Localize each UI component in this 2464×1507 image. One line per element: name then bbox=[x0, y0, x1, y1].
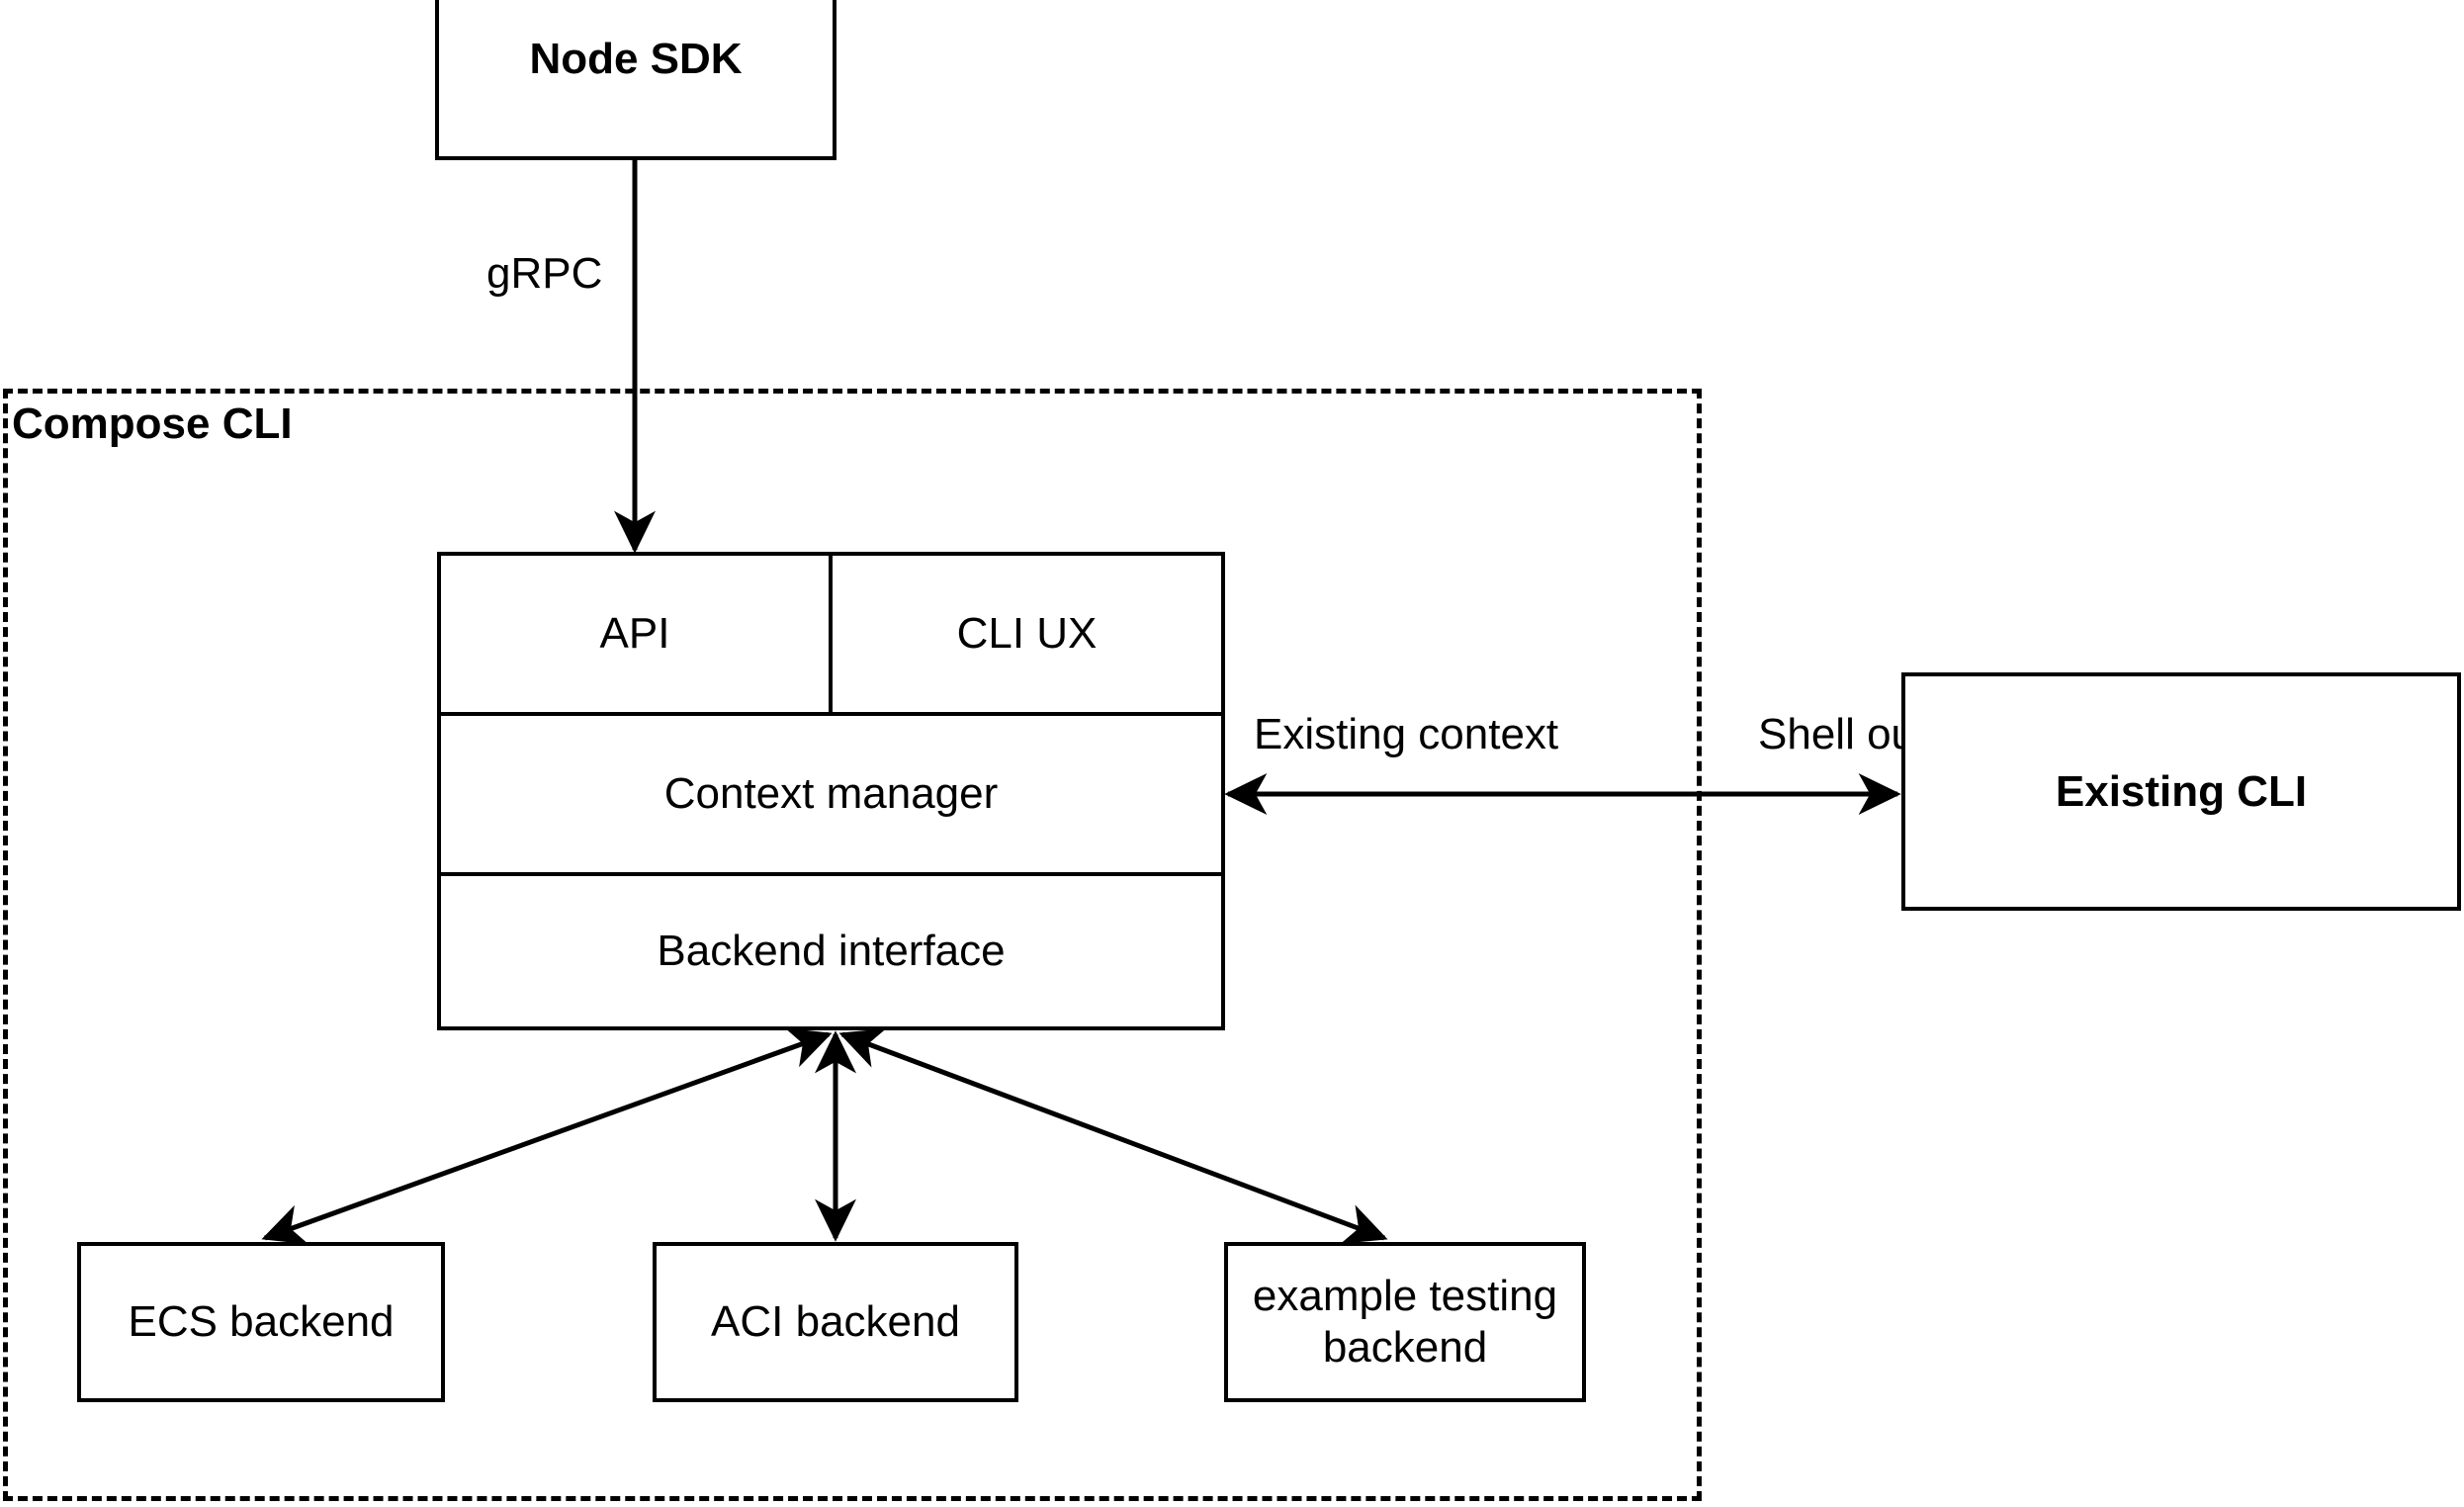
stack-cell-api[interactable]: API bbox=[441, 556, 833, 712]
example-testing-backend-label: example testing backend bbox=[1252, 1272, 1558, 1372]
existing-cli-label: Existing CLI bbox=[2055, 766, 2308, 816]
backend-interface-label: Backend interface bbox=[657, 927, 1006, 975]
node-sdk-label: Node SDK bbox=[529, 35, 743, 84]
stack-row-context-manager: Context manager bbox=[441, 712, 1221, 872]
edge-label-existing-context: Existing context bbox=[1254, 710, 1559, 758]
compose-cli-stack: API CLI UX Context manager Backend inter… bbox=[437, 552, 1225, 1030]
api-label: API bbox=[599, 609, 670, 658]
existing-cli-box[interactable]: Existing CLI bbox=[1901, 672, 2461, 911]
ecs-backend-label: ECS backend bbox=[128, 1297, 395, 1347]
stack-cell-context-manager[interactable]: Context manager bbox=[441, 716, 1221, 872]
aci-backend-label: ACI backend bbox=[711, 1297, 960, 1347]
stack-row-backend-interface: Backend interface bbox=[441, 872, 1221, 1026]
aci-backend-box[interactable]: ACI backend bbox=[653, 1242, 1018, 1402]
ecs-backend-box[interactable]: ECS backend bbox=[77, 1242, 445, 1402]
compose-cli-region-label: Compose CLI bbox=[12, 399, 293, 448]
cli-ux-label: CLI UX bbox=[956, 609, 1098, 658]
edge-label-shell-out: Shell out bbox=[1758, 710, 1928, 758]
compose-cli-region bbox=[3, 389, 1702, 1501]
context-manager-label: Context manager bbox=[663, 769, 999, 818]
example-testing-backend-box[interactable]: example testing backend bbox=[1224, 1242, 1586, 1402]
stack-cell-cli-ux[interactable]: CLI UX bbox=[833, 556, 1221, 712]
node-sdk-box[interactable]: Node SDK bbox=[435, 0, 836, 160]
edge-label-grpc: gRPC bbox=[486, 249, 603, 298]
stack-row-api-cliux: API CLI UX bbox=[441, 556, 1221, 712]
stack-cell-backend-interface[interactable]: Backend interface bbox=[441, 876, 1221, 1026]
